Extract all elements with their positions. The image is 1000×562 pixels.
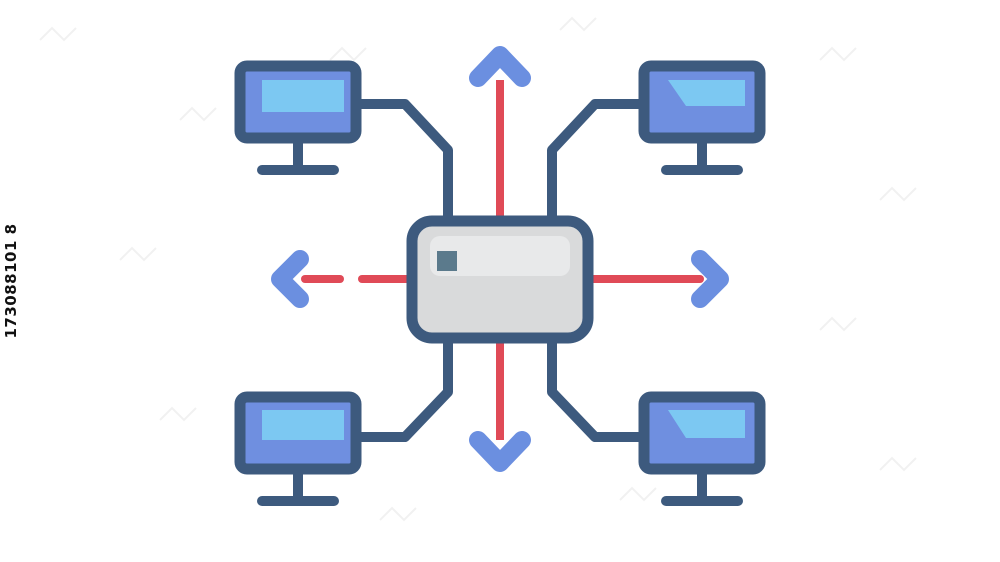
network-hub [406,215,594,344]
screen-glare [668,80,745,106]
arrow-left-head [271,250,309,308]
computer-bottom-right [638,391,766,506]
hub-highlight [430,236,570,276]
cable-top-left [353,99,453,223]
arrow-right-head [691,250,729,308]
arrow-up-head [469,46,531,87]
watermark-pattern [39,16,917,522]
cable-bottom-right [547,337,647,442]
cable-bottom-left [353,337,453,442]
screen-glare [668,410,745,438]
arrow-down-head [469,431,531,472]
cables [353,99,647,442]
computer-top-left [234,60,362,175]
horizontal-arrow [271,250,729,308]
computer-bottom-left [234,391,362,506]
cable-top-right [547,99,647,223]
screen-glare [262,410,344,440]
screen-glare [262,80,344,112]
hub-indicator-light [437,251,457,271]
computer-top-right [638,60,766,175]
image-id-label: 173088101 8 [2,223,20,339]
